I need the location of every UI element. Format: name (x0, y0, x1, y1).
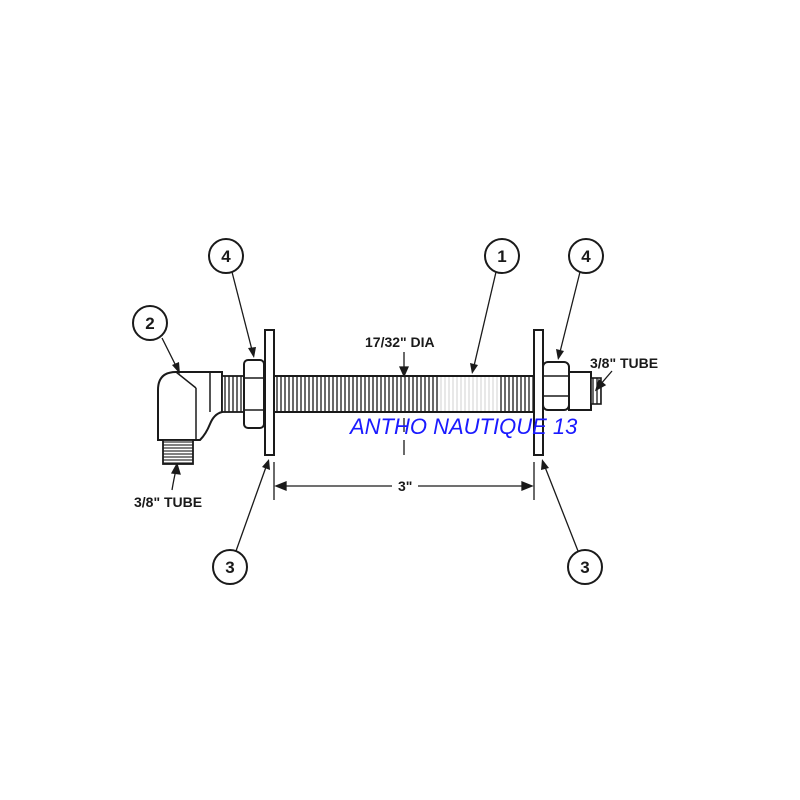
callout-elbow-number: 2 (145, 314, 154, 333)
elbow-fitting (157, 371, 223, 441)
callout-nut-right: 4 (556, 238, 604, 360)
callout-rod: 1 (470, 238, 520, 374)
callout-washer-left-number: 3 (225, 558, 234, 577)
rod-diameter-leader (398, 352, 410, 455)
callout-nut-left: 4 (208, 238, 256, 358)
rod-highlight (440, 377, 500, 411)
callout-nut-left-number: 4 (221, 247, 231, 266)
elbow-side-thread (221, 375, 245, 413)
left-tube-leader (170, 462, 181, 491)
callout-elbow: 2 (132, 305, 180, 374)
callout-washer-right-number: 3 (580, 558, 589, 577)
rod-diameter-label: 17/32" DIA (365, 334, 435, 350)
left-hex-nut (243, 359, 265, 429)
span-dimension (273, 462, 535, 500)
right-tube-thread (590, 377, 602, 405)
callout-rod-number: 1 (497, 247, 506, 266)
right-tube-label: 3/8" TUBE (590, 355, 658, 371)
left-washer (264, 329, 275, 456)
elbow-thread (162, 439, 194, 465)
callout-nut-right-number: 4 (581, 247, 591, 266)
span-label: 3" (398, 478, 412, 494)
callout-washer-right: 3 (541, 459, 603, 585)
right-tube-fitting (568, 371, 592, 411)
callout-washer-left: 3 (212, 459, 270, 585)
watermark: ANTHO NAUTIQUE 13 (348, 414, 578, 439)
right-hex-nut (542, 361, 570, 411)
left-tube-label: 3/8" TUBE (134, 494, 202, 510)
right-tube-leader (594, 370, 613, 392)
